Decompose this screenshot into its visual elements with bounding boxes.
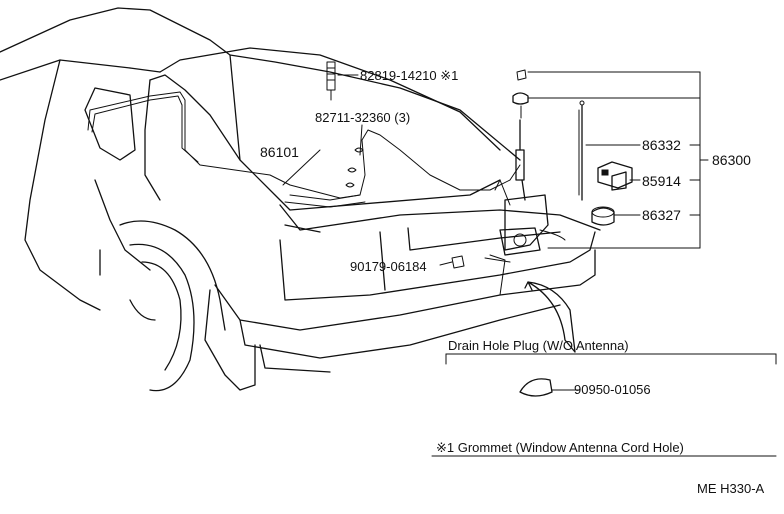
window-antenna-cord bbox=[284, 129, 521, 208]
nut-icon bbox=[512, 69, 529, 119]
arrow-up-icon bbox=[524, 281, 576, 353]
drain-section-frame bbox=[445, 353, 777, 365]
car-rear-outline bbox=[0, 7, 601, 392]
label-86332: 86332 bbox=[642, 137, 681, 153]
diagram-code: ME H330-A bbox=[697, 481, 765, 496]
grommet-note: ※1 Grommet (Window Antenna Cord Hole) bbox=[436, 440, 684, 455]
label-86300: 86300 bbox=[712, 152, 751, 168]
leader-lines bbox=[282, 71, 709, 391]
drain-plug-icon bbox=[519, 378, 573, 397]
relay-icon bbox=[597, 161, 633, 191]
label-82819: 82819-14210 ※1 bbox=[360, 68, 458, 83]
antenna-motor-unit bbox=[484, 179, 566, 296]
cap-icon bbox=[591, 206, 615, 226]
label-85914: 85914 bbox=[642, 173, 681, 189]
label-86101: 86101 bbox=[260, 144, 299, 160]
label-90950: 90950-01056 bbox=[574, 382, 651, 397]
mast-part bbox=[578, 100, 585, 201]
label-82711: 82711-32360 (3) bbox=[315, 110, 410, 125]
label-90179: 90179-06184 bbox=[350, 259, 427, 274]
grommet-icon bbox=[326, 61, 336, 101]
label-86327: 86327 bbox=[642, 207, 681, 223]
power-antenna-mast bbox=[515, 119, 526, 201]
drain-plug-title: Drain Hole Plug (W/O Antenna) bbox=[448, 338, 629, 353]
nut-90179-icon bbox=[451, 255, 465, 269]
